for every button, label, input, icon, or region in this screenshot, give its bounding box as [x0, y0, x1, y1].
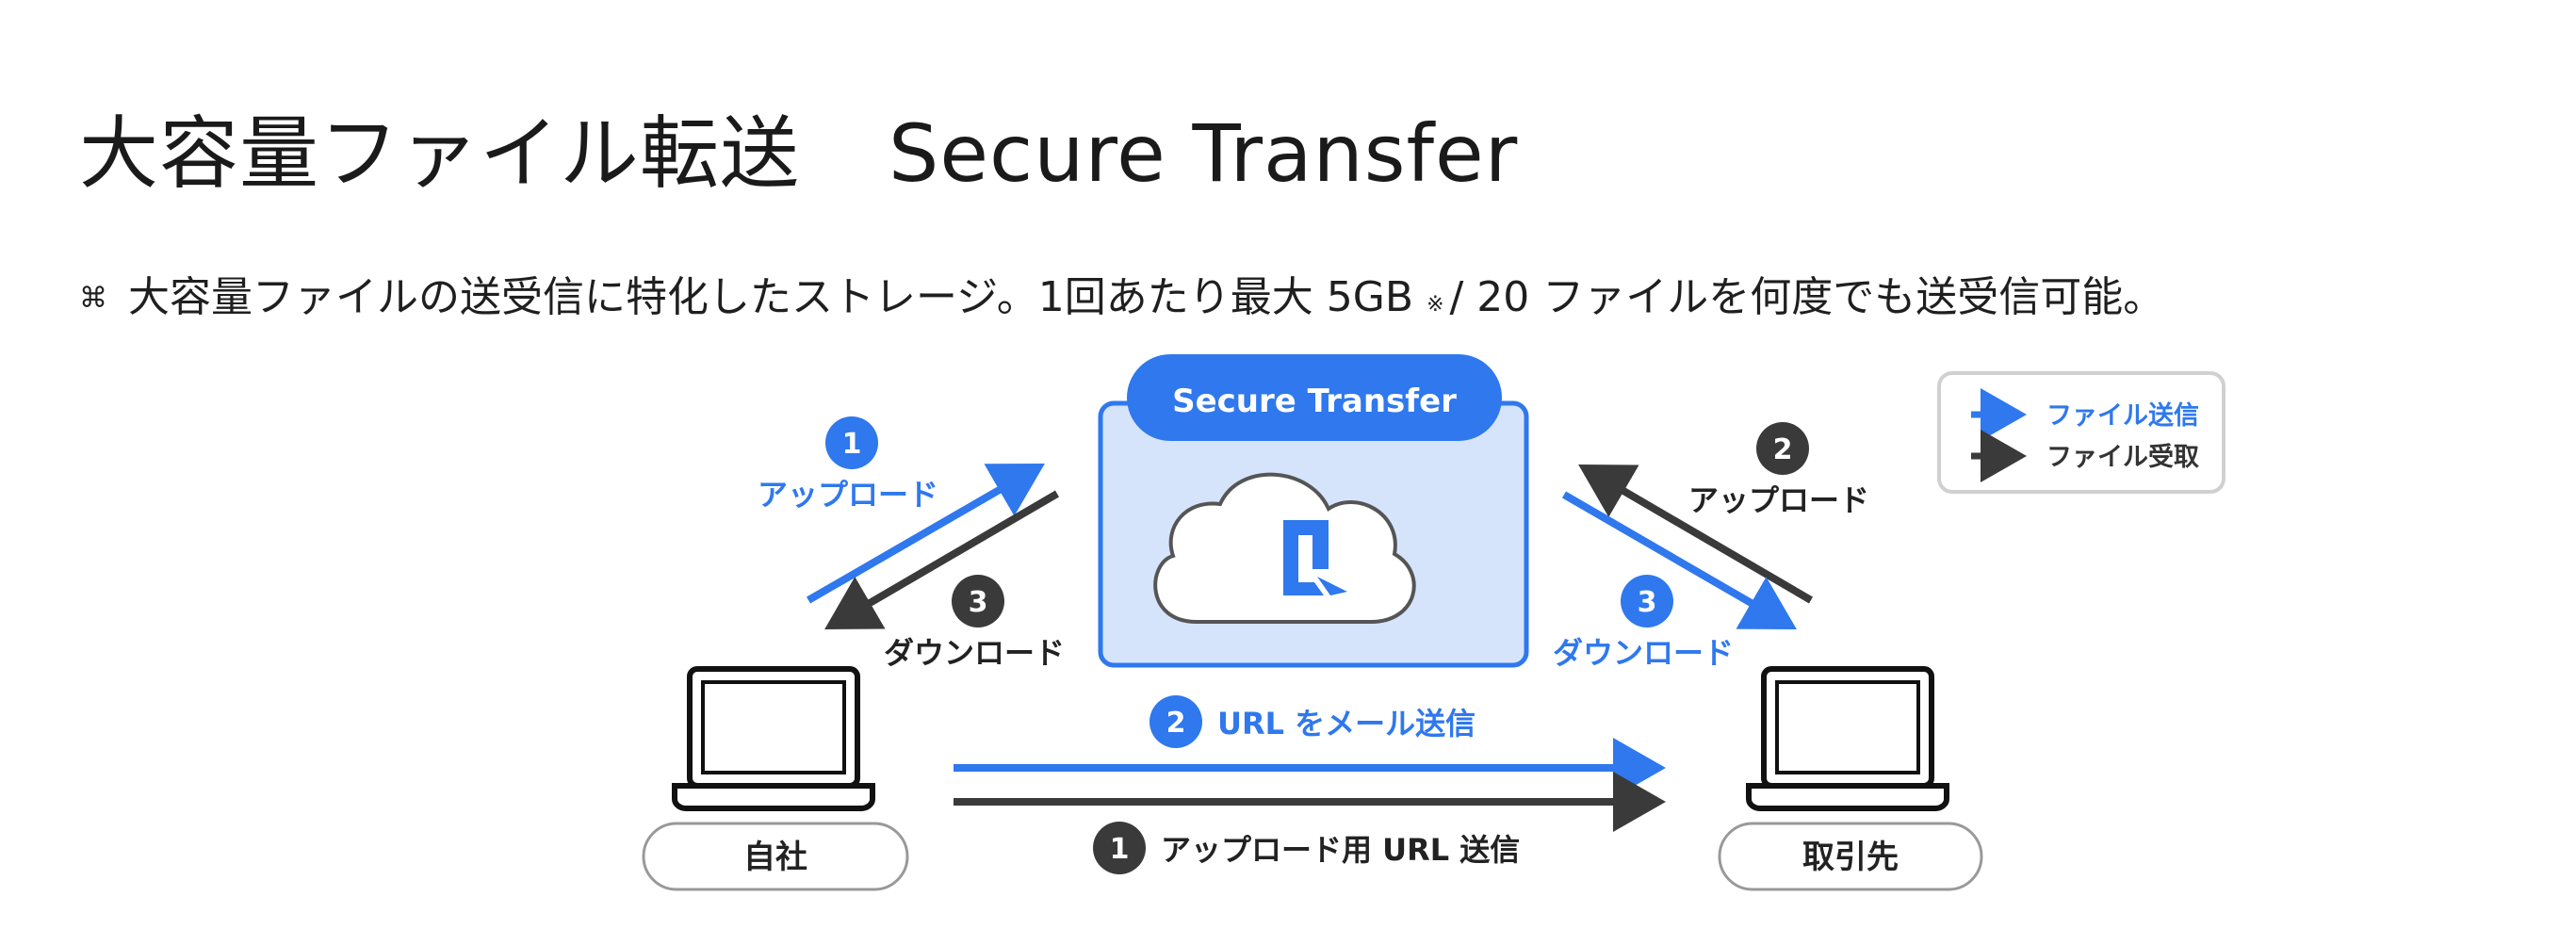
secure-transfer-logo-icon [1283, 520, 1347, 595]
step-number: 1 [842, 428, 862, 461]
step-upload-url: 1 アップロード用 URL 送信 [1093, 822, 1520, 874]
step-left-upload: 1 アップロード [758, 416, 938, 513]
step-right-download: 3 ダウンロード [1553, 575, 1734, 671]
description: ⌘ 大容量ファイルの送受信に特化したストレージ。1回あたり最大 5GB ※ / … [79, 263, 2164, 323]
step-label: アップロード [758, 477, 938, 513]
title-en: Secure Transfer [889, 107, 1519, 200]
server-label: Secure Transfer [1172, 383, 1457, 420]
step-number: 3 [969, 586, 988, 619]
title-ja: 大容量ファイル転送 [79, 107, 801, 200]
legend-receive-label: ファイル受取 [2046, 442, 2199, 472]
step-label: アップロード用 URL 送信 [1161, 832, 1520, 868]
step-right-upload: 2 アップロード [1688, 422, 1869, 518]
step-number: 3 [1638, 586, 1657, 619]
step-label: ダウンロード [884, 635, 1065, 671]
bullet-icon: ⌘ [79, 282, 107, 315]
right-party-label: 取引先 [1802, 839, 1899, 876]
left-party-pill: 自社 [642, 822, 909, 891]
right-laptop-icon [1746, 666, 1949, 811]
step-label: アップロード [1688, 482, 1869, 518]
step-label: ダウンロード [1553, 635, 1734, 671]
secure-transfer-server: Secure Transfer [1098, 354, 1529, 668]
right-download-arrow [1561, 491, 1797, 630]
step-number: 2 [1166, 707, 1186, 740]
description-text-before: 大容量ファイルの送受信に特化したストレージ。1回あたり最大 5GB [128, 273, 1414, 321]
page-title: 大容量ファイル転送 Secure Transfer [79, 90, 1518, 204]
description-note: ※ [1427, 293, 1444, 317]
legend: ファイル送信 ファイル受取 [1937, 371, 2225, 494]
left-download-arrow [824, 490, 1060, 630]
left-party-label: 自社 [743, 839, 807, 876]
step-number: 2 [1773, 433, 1793, 466]
step-left-download: 3 ダウンロード [884, 575, 1065, 671]
step-label: URL をメール送信 [1217, 706, 1475, 742]
description-text-after: / 20 ファイルを何度でも送受信可能。 [1449, 273, 2165, 321]
left-laptop-icon [672, 666, 875, 811]
legend-send-label: ファイル送信 [2046, 401, 2199, 431]
step-number: 1 [1110, 833, 1130, 866]
step-url-mail: 2 URL をメール送信 [1149, 695, 1475, 748]
right-party-pill: 取引先 [1718, 822, 1983, 891]
